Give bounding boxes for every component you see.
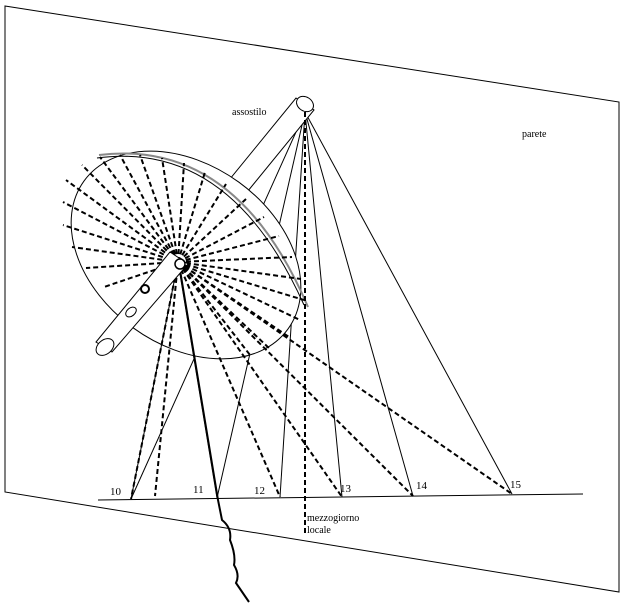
hour-15: 15 (510, 479, 522, 491)
gnomon-label: assostilo (232, 107, 266, 118)
hour-14: 14 (416, 480, 428, 492)
noon-label-line1: mezzogiorno (307, 513, 359, 524)
tip-line-14 (304, 111, 414, 497)
shadow-line-left (154, 261, 179, 497)
wall-plane (4, 5, 620, 593)
wall-label: parete (522, 129, 547, 140)
gnomon-rod-lower (95, 251, 189, 356)
shadow-line-12 (177, 261, 281, 498)
plumb-line (179, 269, 250, 603)
hour-12: 12 (254, 485, 265, 497)
shadow-line-15 (177, 261, 513, 495)
dial-hub (174, 258, 189, 271)
hour-13: 13 (340, 483, 352, 495)
tip-line-15 (304, 111, 513, 495)
shadow-line-14 (177, 261, 414, 497)
hour-11: 11 (193, 484, 204, 496)
tip-line-13 (304, 111, 343, 498)
noon-label-line2: locale (307, 525, 331, 536)
hour-10: 10 (110, 486, 122, 498)
dial-hour-rays (62, 154, 305, 356)
hour-numbers: 10 11 12 13 14 15 (110, 479, 522, 498)
hour-baseline (97, 493, 584, 501)
